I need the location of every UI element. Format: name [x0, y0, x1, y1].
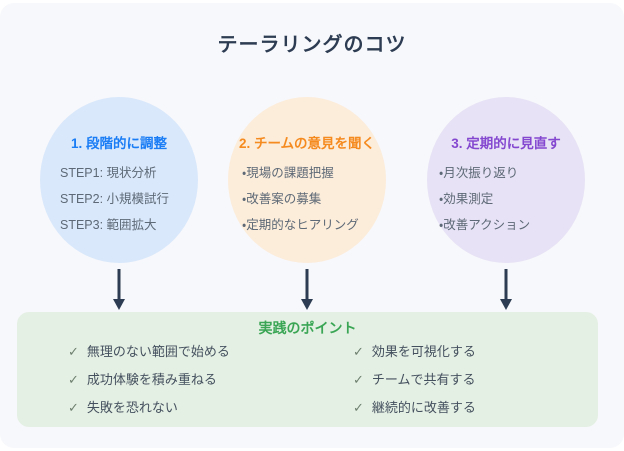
check-item: ✓ 成功体験を積み重ねる [68, 366, 230, 394]
check-item: ✓ 失敗を恐れない [68, 394, 230, 422]
check-item-label: チームで共有する [371, 372, 476, 387]
practice-right-list: ✓ 効果を可視化する ✓ チームで共有する ✓ 継続的に改善する [353, 338, 476, 422]
check-item-label: 継続的に改善する [371, 400, 476, 415]
circle-1-item: STEP3: 範囲拡大 [60, 218, 157, 232]
arrow-head [500, 299, 512, 310]
check-item-label: 効果を可視化する [371, 344, 476, 359]
practice-left-list: ✓ 無理のない範囲で始める ✓ 成功体験を積み重ねる ✓ 失敗を恐れない [68, 338, 230, 422]
circle-1-list: STEP1: 現状分析 STEP2: 小規模試行 STEP3: 範囲拡大 [40, 160, 198, 238]
check-icon: ✓ [353, 372, 364, 387]
circle-1-item: STEP2: 小規模試行 [60, 192, 170, 206]
circle-1-title: 1. 段階的に調整 [70, 136, 167, 151]
down-arrow-icon [499, 269, 513, 313]
check-item-label: 失敗を恐れない [86, 400, 178, 415]
circle-2-item: ・改善案の募集 [242, 192, 322, 206]
circle-2-item: ・現場の課題把握 [242, 166, 334, 180]
check-item-label: 成功体験を積み重ねる [86, 372, 217, 387]
arrow-head [301, 299, 313, 310]
circle-3-title: 3. 定期的に見直す [451, 136, 561, 151]
page-title: テーラリングのコツ [217, 34, 407, 56]
check-item-label: 無理のない範囲で始める [86, 344, 230, 359]
circle-2-list: ・現場の課題把握 ・改善案の募集 ・定期的なヒアリング [228, 160, 386, 238]
circle-team-feedback: 2. チームの意見を聞く ・現場の課題把握 ・改善案の募集 ・定期的なヒアリング [228, 97, 386, 263]
arrow-shaft [117, 269, 121, 301]
arrow-head [113, 299, 125, 310]
practice-points-box: 実践のポイント ✓ 無理のない範囲で始める ✓ 成功体験を積み重ねる ✓ 失敗を恐れな… [17, 312, 598, 427]
circle-3-item: ・改善アクション [439, 218, 531, 232]
circle-2-item: ・定期的なヒアリング [242, 218, 359, 232]
check-item: ✓ 無理のない範囲で始める [68, 338, 230, 366]
circle-3-item: ・効果測定 [439, 192, 494, 206]
check-icon: ✓ [68, 344, 79, 359]
circle-3-item: ・月次振り返り [439, 166, 519, 180]
check-icon: ✓ [353, 400, 364, 415]
circle-2-title: 2. チームの意見を聞く [238, 136, 376, 151]
down-arrow-icon [112, 269, 126, 313]
arrow-shaft [504, 269, 508, 301]
check-item: ✓ 効果を可視化する [353, 338, 476, 366]
check-icon: ✓ [68, 372, 79, 387]
practice-box-title: 実践のポイント [258, 320, 357, 336]
circle-3-list: ・月次振り返り ・効果測定 ・改善アクション [427, 160, 585, 238]
circle-stepwise-adjustment: 1. 段階的に調整 STEP1: 現状分析 STEP2: 小規模試行 STEP3… [40, 97, 198, 263]
check-item: ✓ チームで共有する [353, 366, 476, 394]
down-arrow-icon [300, 269, 314, 313]
check-icon: ✓ [68, 400, 79, 415]
circle-periodic-review: 3. 定期的に見直す ・月次振り返り ・効果測定 ・改善アクション [427, 97, 585, 263]
arrow-shaft [305, 269, 309, 301]
check-item: ✓ 継続的に改善する [353, 394, 476, 422]
check-icon: ✓ [353, 344, 364, 359]
circle-1-item: STEP1: 現状分析 [60, 166, 157, 180]
